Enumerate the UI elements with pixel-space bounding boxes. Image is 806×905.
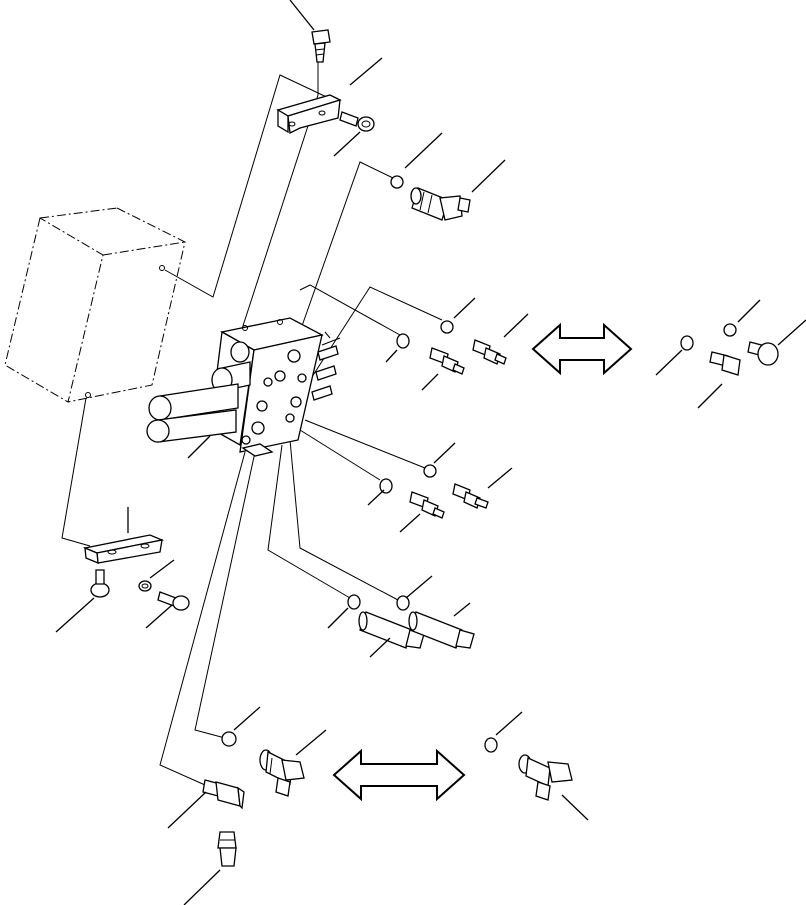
cartridge-valves: [347, 594, 475, 649]
fittings-row-2: [379, 464, 489, 519]
bracket-screw: [90, 569, 110, 598]
elbow-fitting-top: [390, 175, 471, 221]
sensor-block: [202, 779, 245, 810]
solenoid-cylinders: [146, 361, 251, 443]
alt-fittings-row-1: [680, 323, 779, 376]
lower-bracket: [82, 534, 165, 565]
cover-housing: [4, 207, 186, 403]
top-bracket: [276, 94, 342, 134]
pressure-switch: [217, 831, 237, 867]
bottom-swivel-fitting: [221, 731, 305, 797]
fittings-row-1: [396, 320, 507, 375]
callout-leaders: [55, 0, 806, 905]
top-bolt: [311, 29, 331, 63]
alt-bottom-fitting: [484, 737, 573, 801]
washer-and-bolt: [138, 580, 190, 611]
alternative-arrow-lower: [332, 748, 466, 802]
bracket-bolt: [339, 111, 375, 132]
alternative-arrow-upper: [531, 322, 633, 376]
